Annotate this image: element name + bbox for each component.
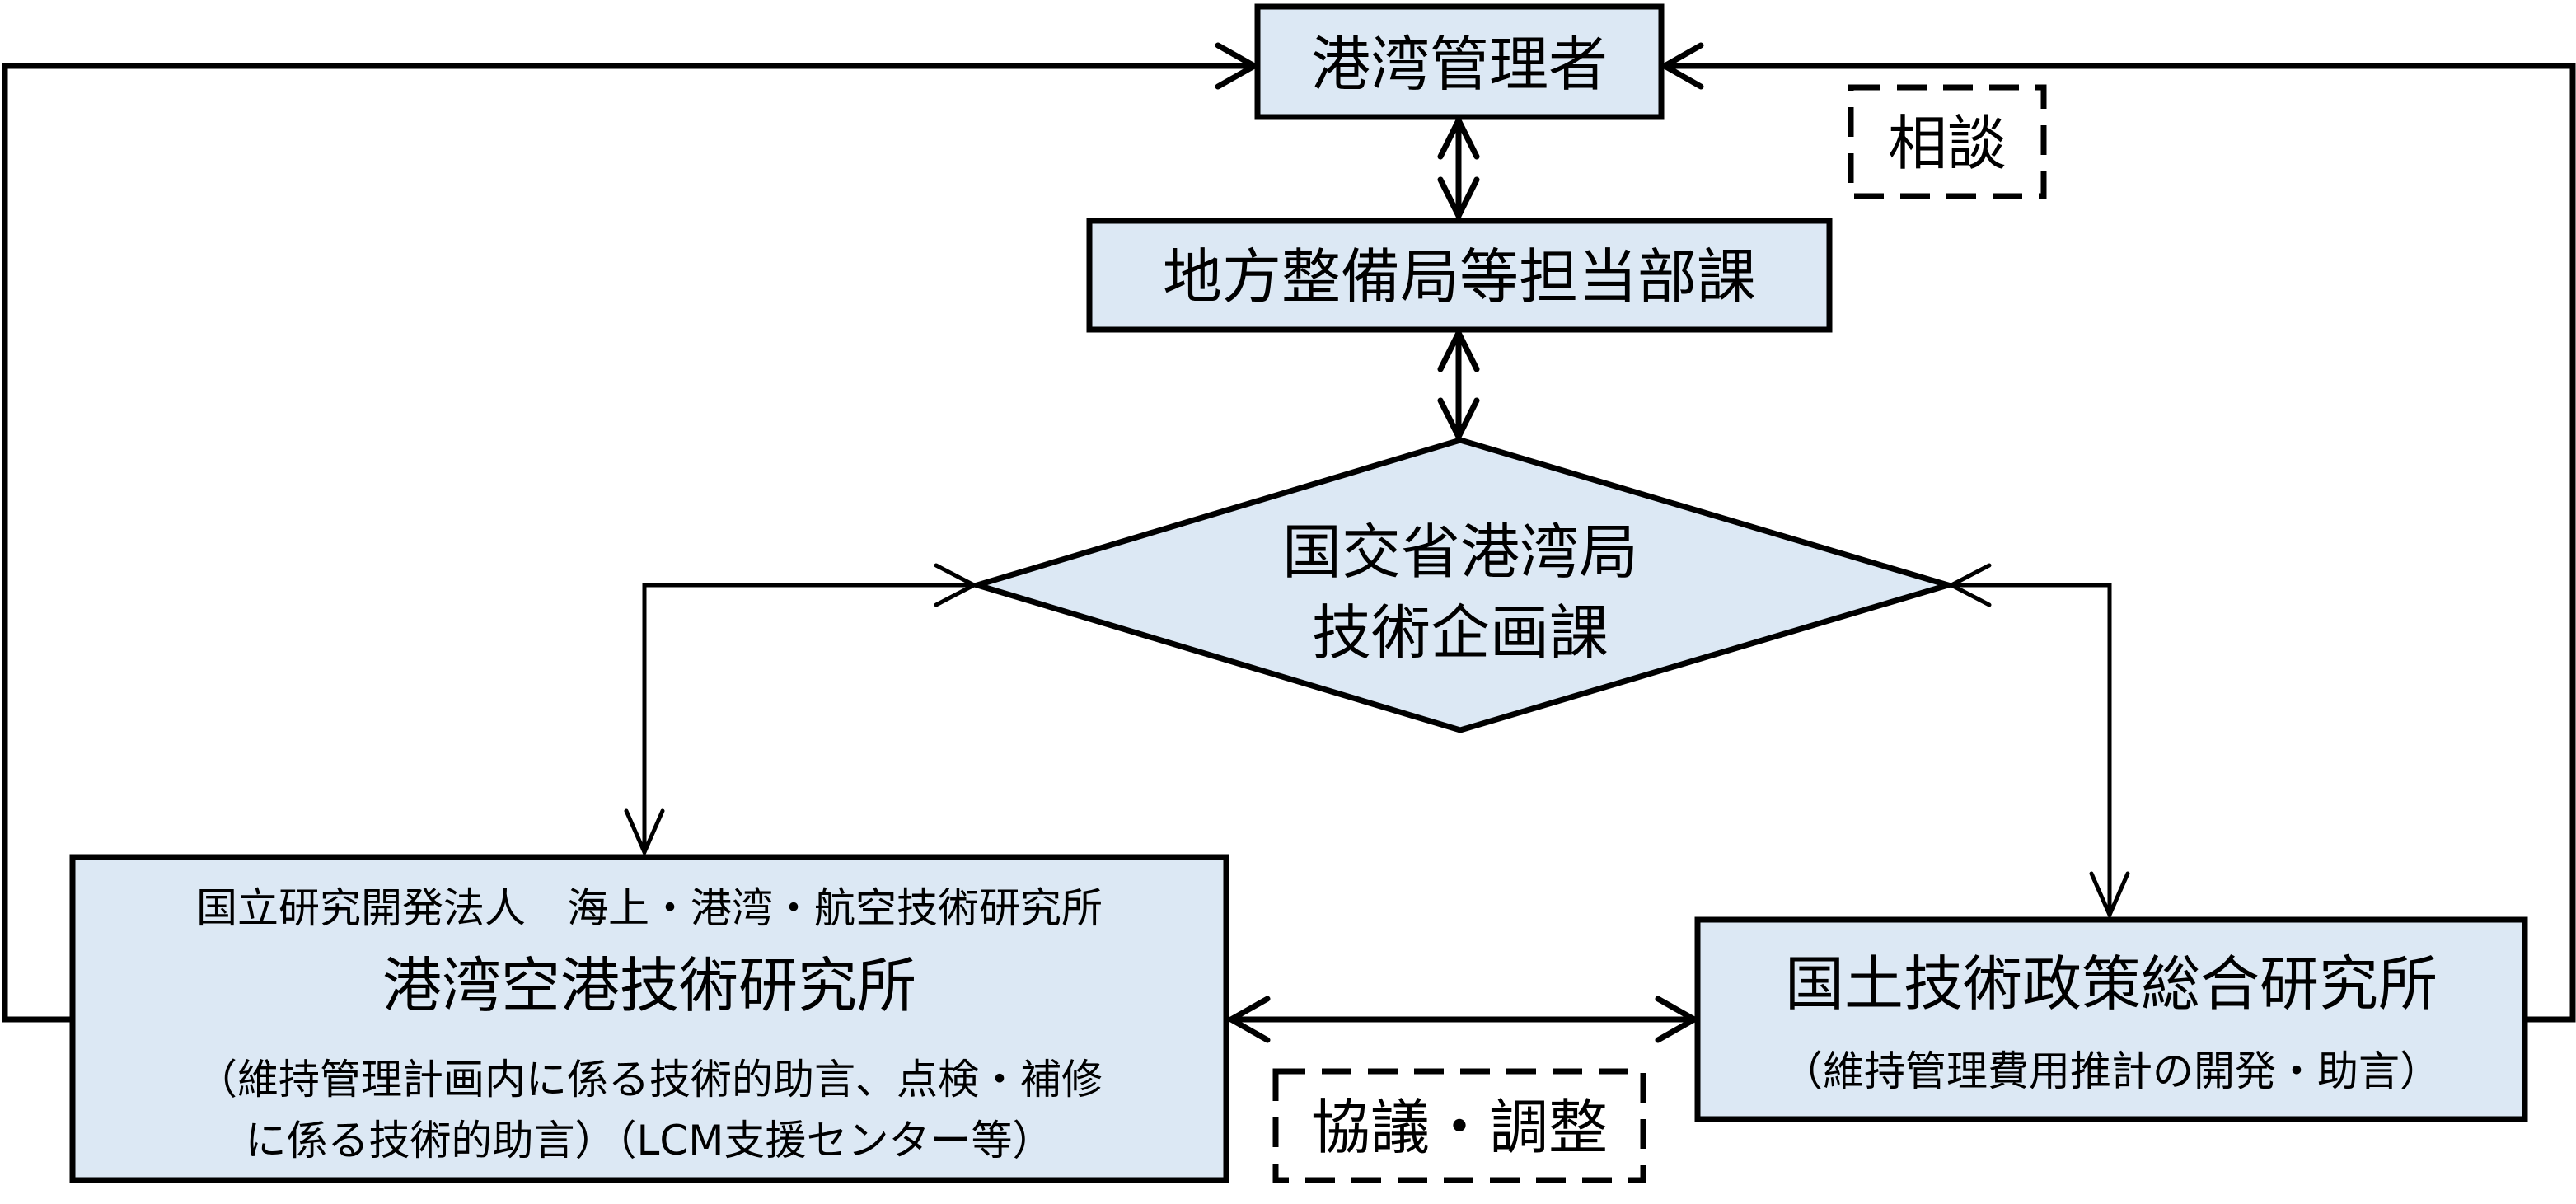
edge-parI-to-port-manager — [2, 63, 1258, 1023]
arrowhead-port-manager-right — [1658, 42, 1704, 90]
arrowhead-up-port-manager — [1437, 114, 1480, 160]
coordination-text: 協議・調整 — [1311, 1093, 1608, 1162]
parI-desc-line1: （維持管理計画内に係る技術的助言、点検・補修 — [196, 1056, 1103, 1103]
edge-nilim-to-port-manager — [1661, 63, 2576, 1023]
node-regional-bureau: 地方整備局等担当部課 — [1086, 218, 1833, 333]
regional-bureau-label: 地方整備局等担当部課 — [1163, 242, 1756, 312]
nilim-title: 国土技術政策総合研究所 — [1785, 949, 2438, 1019]
arrowhead-left-parI — [1225, 996, 1271, 1043]
node-mlit-ports-bureau: 国交省港湾局 技術企画課 — [967, 437, 1959, 733]
label-coordination: 協議・調整 — [1272, 1068, 1646, 1183]
mlit-label-line2: 技術企画課 — [1312, 598, 1609, 668]
parI-org-line: 国立研究開発法人 海上・港湾・航空技術研究所 — [196, 884, 1103, 932]
arrowhead-down-nilim — [2089, 871, 2130, 921]
arrowhead-down-mlit — [1437, 397, 1480, 443]
edge-mlit-nilim — [1949, 583, 2112, 917]
arrowhead-down-parI — [624, 808, 665, 858]
arrowhead-up-regional-bureau — [1437, 326, 1480, 372]
port-manager-label: 港湾管理者 — [1311, 30, 1608, 99]
parI-desc-line2: に係る技術的助言）（LCM支援センター等） — [246, 1117, 1054, 1164]
nilim-desc: （維持管理費用推計の開発・助言） — [1782, 1047, 2441, 1095]
arrowhead-down-regional-bureau — [1437, 176, 1480, 223]
label-consultation: 相談 — [1848, 84, 2047, 199]
consultation-text: 相談 — [1888, 109, 2007, 178]
arrowhead-right-nilim — [1655, 996, 1701, 1043]
arrowhead-port-manager-left — [1215, 42, 1261, 90]
node-parI: 国立研究開発法人 海上・港湾・航空技術研究所 港湾空港技術研究所 （維持管理計画… — [69, 854, 1229, 1183]
parI-title: 港湾空港技術研究所 — [382, 951, 916, 1020]
node-nilim: 国土技術政策総合研究所 （維持管理費用推計の開発・助言） — [1694, 916, 2528, 1122]
edge-mlit-parI — [642, 583, 977, 855]
node-port-manager: 港湾管理者 — [1254, 3, 1665, 120]
mlit-label-line1: 国交省港湾局 — [1282, 518, 1638, 587]
